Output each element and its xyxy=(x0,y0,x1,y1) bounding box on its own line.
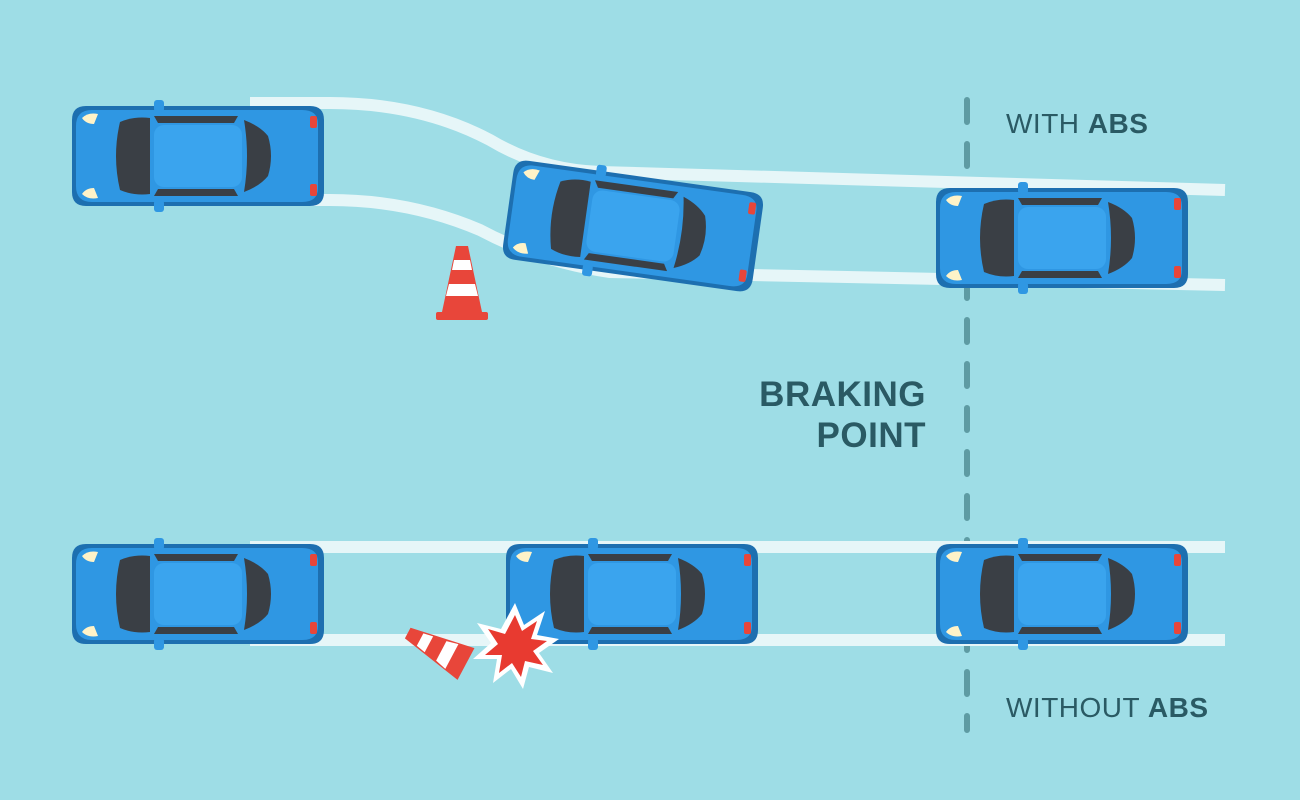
car-with-abs-stopped xyxy=(936,182,1188,294)
car-without-abs-braking xyxy=(506,538,758,650)
car-without-abs-stopped xyxy=(936,538,1188,650)
car-without-abs-start xyxy=(72,538,324,650)
without-abs-label: WITHOUT ABS xyxy=(1006,692,1209,723)
car-with-abs-start xyxy=(72,100,324,212)
braking-point-label: BRAKING POINT xyxy=(700,374,926,456)
traffic-cone-icon xyxy=(436,246,488,320)
knocked-cone-icon xyxy=(404,627,475,680)
with-abs-label: WITH ABS xyxy=(1006,108,1149,139)
braking-point-line1: BRAKING xyxy=(759,375,926,414)
braking-point-line2: POINT xyxy=(816,416,926,455)
collision-burst-icon xyxy=(473,603,559,689)
